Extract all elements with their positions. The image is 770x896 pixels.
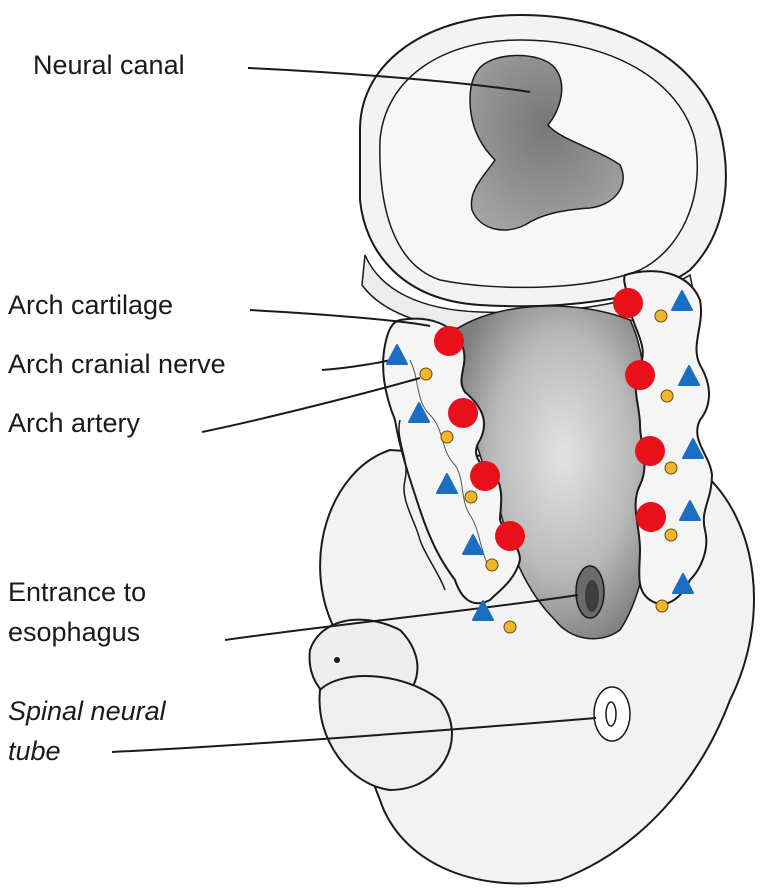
esophagus-inner [585,580,599,612]
label-entrance-to-line1: Entrance to [8,576,146,608]
small-dot [334,657,340,663]
yellow-dot-marker-5 [504,621,516,633]
yellow-dot-marker-6 [655,310,667,322]
red-circle-marker-2 [448,398,478,428]
red-circle-marker-3 [470,461,500,491]
label-arch-cartilage: Arch cartilage [8,289,173,321]
red-circle-marker-7 [635,436,665,466]
red-circle-marker-4 [495,521,525,551]
yellow-dot-marker-8 [665,462,677,474]
yellow-dot-marker-4 [486,559,498,571]
label-esophagus-line2: esophagus [8,616,140,648]
yellow-dot-marker-3 [465,491,477,503]
yellow-dot-marker-9 [665,529,677,541]
label-spinal-neural-line1: Spinal neural [8,695,166,727]
label-arch-cranial-nerve: Arch cranial nerve [8,348,226,380]
yellow-dot-marker-2 [441,431,453,443]
red-circle-marker-5 [613,288,643,318]
yellow-dot-marker-7 [661,390,673,402]
spinal-neural-tube [594,687,630,741]
red-circle-marker-6 [625,360,655,390]
pointer-arch-artery [202,378,420,432]
label-arch-artery: Arch artery [8,407,140,439]
label-neural-canal: Neural canal [33,49,185,81]
yellow-dot-marker-1 [420,368,432,380]
red-circle-marker-1 [434,326,464,356]
yellow-dot-marker-10 [656,600,668,612]
red-circle-marker-8 [636,502,666,532]
label-tube-line2: tube [8,735,61,767]
